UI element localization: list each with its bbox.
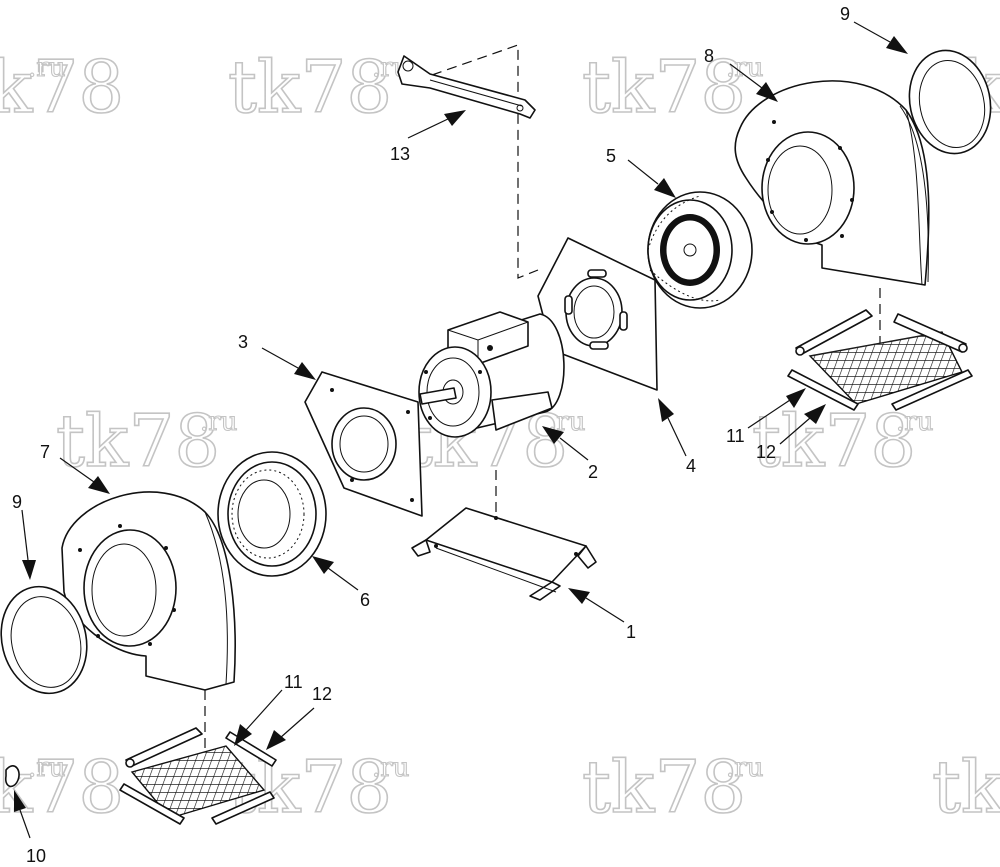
svg-text:tk78: tk78 (582, 45, 746, 129)
svg-text:.ru: .ru (28, 753, 65, 783)
svg-text:tk78: tk78 (752, 399, 916, 483)
leader-lines (14, 21, 908, 839)
watermark: tk78 .ru (55, 398, 238, 484)
svg-text:.ru: .ru (896, 407, 933, 437)
callout-12-bottom: 12 (312, 684, 332, 704)
svg-text:.ru: .ru (28, 53, 65, 83)
callout-4: 4 (686, 456, 696, 476)
callouts: 13 3 5 8 9 9 7 6 1 2 4 11 12 11 12 10 (12, 4, 850, 866)
callout-6: 6 (360, 590, 370, 610)
callout-2: 2 (588, 462, 598, 482)
callout-11-right: 11 (726, 426, 745, 446)
watermark: tk78 .ru (581, 44, 764, 130)
right-blower-housing (734, 80, 930, 286)
callout-13: 13 (390, 144, 410, 164)
screen-retaining-strip (119, 727, 277, 825)
right-motor-plate (537, 237, 658, 391)
callout-11-bottom: 11 (284, 672, 303, 692)
screen-retaining-strip (787, 309, 973, 411)
clip (4, 765, 20, 788)
watermark: tk78 .ru (751, 398, 934, 484)
svg-text:tk78: tk78 (932, 745, 1000, 829)
svg-text:tk78: tk78 (56, 399, 220, 483)
svg-text:.ru: .ru (726, 53, 763, 83)
svg-text:.ru: .ru (372, 753, 409, 783)
watermark: tk78 .ru (581, 744, 764, 830)
callout-7: 7 (40, 442, 50, 462)
support-bracket (397, 55, 536, 119)
svg-text:tk78: tk78 (228, 45, 392, 129)
inlet-ring (908, 49, 992, 155)
right-blower-wheel (647, 191, 753, 309)
callout-3: 3 (238, 332, 248, 352)
callout-12-right: 12 (756, 442, 776, 462)
callout-8: 8 (704, 46, 714, 66)
svg-text:tk78: tk78 (582, 745, 746, 829)
watermark: tk78 .ru (0, 44, 125, 130)
left-blower-housing (61, 491, 236, 691)
electric-motor (418, 311, 565, 438)
watermark: tk78 .ru (227, 44, 410, 130)
watermark-group: tk78 .ru tk78 .ru tk78 .ru tk78 tk78 .ru… (0, 44, 1000, 830)
svg-text:.ru: .ru (726, 753, 763, 783)
svg-text:tk78: tk78 (0, 45, 124, 129)
left-blower-wheel (217, 451, 327, 577)
watermark: tk78 (931, 744, 1000, 830)
callout-9-top: 9 (840, 4, 850, 24)
callout-10: 10 (26, 846, 46, 866)
inlet-ring (0, 585, 88, 695)
callout-1: 1 (626, 622, 636, 642)
left-motor-plate (304, 371, 423, 517)
callout-9-left: 9 (12, 492, 22, 512)
watermark: tk78 .ru (0, 744, 125, 830)
svg-text:.ru: .ru (200, 407, 237, 437)
base-mounting-plate (411, 507, 597, 601)
svg-text:tk78: tk78 (0, 745, 124, 829)
callout-5: 5 (606, 146, 616, 166)
